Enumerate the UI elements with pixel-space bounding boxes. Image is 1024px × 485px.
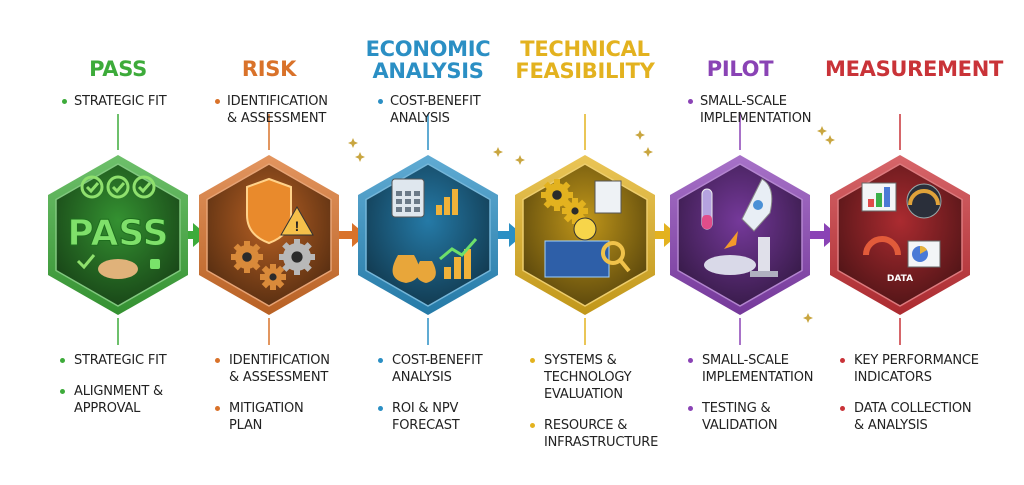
gear-icon (260, 264, 286, 290)
stage-hexagon-1: PASS (48, 155, 188, 315)
bottom-bullet-5-1: SMALL-SCALE IMPLEMENTATION (688, 352, 838, 386)
bullet-text: ALIGNMENT & APPROVAL (74, 384, 163, 416)
top-bullet-text: STRATEGIC FIT (74, 94, 167, 109)
bullet-dot (530, 423, 535, 428)
dashboard-gauge-charts-icon (861, 182, 942, 268)
top-bullet-1: STRATEGIC FIT (62, 93, 232, 110)
bullet-text: STRATEGIC FIT (74, 353, 167, 368)
stage-hexagon-4 (515, 155, 655, 315)
handshake-checkmarks-icon (76, 175, 160, 279)
bottom-bullet-1-1: STRATEGIC FIT (60, 352, 210, 369)
bullet-dot (215, 406, 220, 411)
bullet-dot (840, 358, 845, 363)
bullet-text: KEY PERFORMANCE INDICATORS (854, 353, 979, 385)
bottom-bullet-1-2: ALIGNMENT & APPROVAL (60, 383, 210, 417)
bullet-text: SYSTEMS & TECHNOLOGY EVALUATION (544, 353, 632, 402)
bullet-dot (530, 358, 535, 363)
svg-text:!: ! (295, 218, 300, 234)
bullet-dot (215, 99, 220, 104)
bullet-text: ROI & NPV FORECAST (392, 401, 460, 433)
sparkle-icon (803, 313, 813, 323)
sparkle-icon (348, 138, 358, 148)
top-bullet-2: IDENTIFICATION & ASSESSMENT (215, 93, 385, 127)
bullet-dot (688, 406, 693, 411)
bottom-bullet-2-2: MITIGATION PLAN (215, 400, 365, 434)
stage-hexagon-6: DATA (830, 155, 970, 315)
gear-icon (562, 198, 588, 224)
bullet-dot (378, 406, 383, 411)
bullet-text: DATA COLLECTION & ANALYSIS (854, 401, 972, 433)
top-bullet-text: COST-BENEFIT ANALYSIS (390, 94, 481, 126)
rocket-launch-icon (701, 178, 778, 277)
gears-lightbulb-blueprint-icon (541, 179, 631, 278)
stage-title-5: PILOT (706, 57, 774, 81)
bottom-bullet-2-1: IDENTIFICATION & ASSESSMENT (215, 352, 365, 386)
bullet-dot (60, 389, 65, 394)
calculator-money-chart-icon (391, 178, 478, 283)
arrow-head-icon (193, 223, 207, 247)
hex-data-label: DATA (887, 274, 913, 284)
bullet-text: RESOURCE & INFRASTRUCTURE (544, 418, 659, 450)
stage-title-3: ECONOMIC ANALYSIS (365, 37, 491, 83)
gear-icon (279, 239, 315, 275)
top-bullet-text: SMALL-SCALE IMPLEMENTATION (700, 94, 812, 126)
arrow-head-icon (352, 223, 366, 247)
bullet-text: TESTING & VALIDATION (702, 401, 778, 433)
bullet-dot (688, 99, 693, 104)
sparkle-icon (515, 155, 525, 165)
arrow-head-icon (824, 223, 838, 247)
shield-warning-gears-icon: ! (231, 177, 315, 290)
stage-title-2: RISK (241, 57, 297, 81)
stage-title-6: MEASUREMENT (825, 57, 1004, 81)
sparkle-icon (355, 152, 365, 162)
bullet-dot (378, 99, 383, 104)
top-bullet-3: COST-BENEFIT ANALYSIS (378, 93, 548, 127)
bullet-text: MITIGATION PLAN (229, 401, 304, 433)
bottom-bullet-3-2: ROI & NPV FORECAST (378, 400, 528, 434)
bottom-bullet-3-1: COST-BENEFIT ANALYSIS (378, 352, 528, 386)
top-bullet-5: SMALL-SCALE IMPLEMENTATION (688, 93, 858, 127)
gear-icon (231, 241, 263, 273)
bottom-bullet-4-2: RESOURCE & INFRASTRUCTURE (530, 417, 680, 451)
bottom-bullet-6-1: KEY PERFORMANCE INDICATORS (840, 352, 990, 386)
bottom-bullet-4-1: SYSTEMS & TECHNOLOGY EVALUATION (530, 352, 680, 403)
bullet-dot (378, 358, 383, 363)
bullet-dot (215, 358, 220, 363)
bullet-text: SMALL-SCALE IMPLEMENTATION (702, 353, 814, 385)
sparkle-icon (643, 147, 653, 157)
stage-hexagon-2: ! (199, 155, 339, 315)
sparkle-icon (493, 147, 503, 157)
top-bullet-text: IDENTIFICATION & ASSESSMENT (227, 94, 328, 126)
gear-icon (541, 179, 573, 211)
arrow-head-icon (664, 223, 678, 247)
bullet-dot (688, 358, 693, 363)
bullet-dot (60, 358, 65, 363)
arrow-head-icon (509, 223, 523, 247)
bullet-text: COST-BENEFIT ANALYSIS (392, 353, 483, 385)
bullet-text: IDENTIFICATION & ASSESSMENT (229, 353, 330, 385)
stage-hexagon-3 (358, 155, 498, 315)
bottom-bullet-5-2: TESTING & VALIDATION (688, 400, 838, 434)
bullet-dot (62, 99, 67, 104)
stage-title-1: PASS (89, 57, 147, 81)
sparkle-icon (635, 130, 645, 140)
sparkle-icon (817, 126, 827, 136)
stage-title-4: TECHNICAL FEASIBILITY (515, 37, 655, 83)
bottom-bullet-6-2: DATA COLLECTION & ANALYSIS (840, 400, 990, 434)
bullet-dot (840, 406, 845, 411)
hex-pass-label: PASS (67, 213, 168, 254)
stage-hexagon-5 (670, 155, 810, 315)
sparkle-icon (825, 135, 835, 145)
